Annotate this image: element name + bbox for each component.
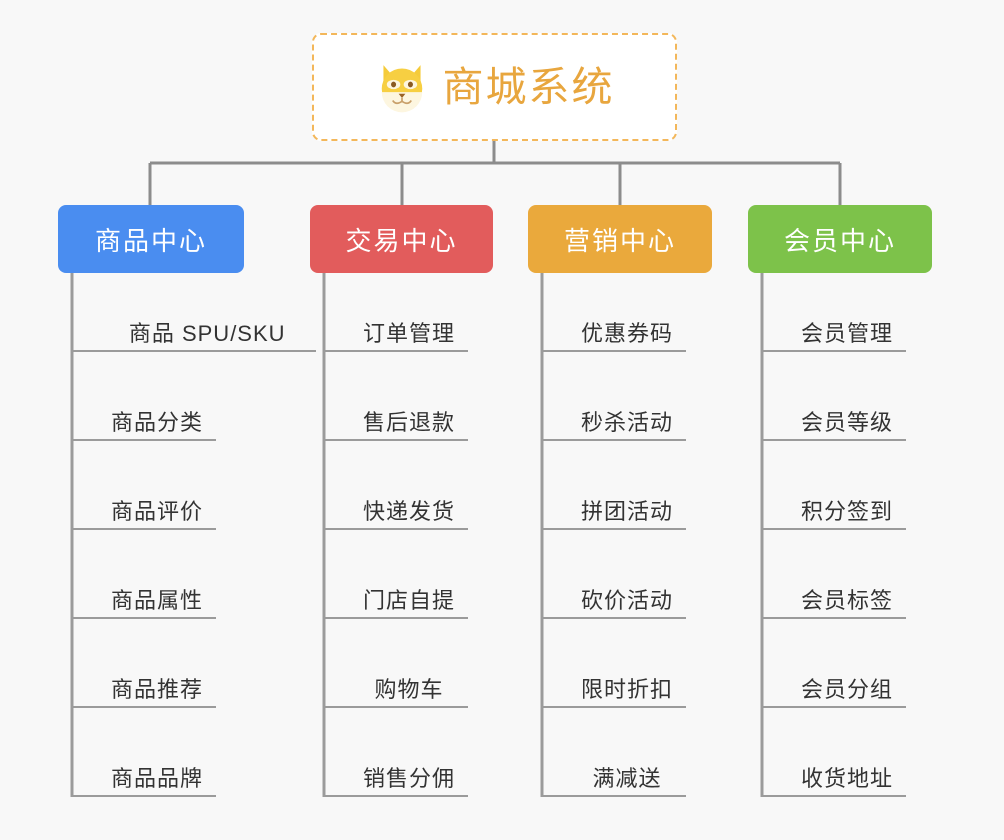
leaf-item-label: 收货地址 [800, 766, 893, 791]
category-node-label: 会员中心 [783, 225, 896, 256]
leaf-item[interactable]: 商品分类 [72, 407, 216, 441]
leaf-item[interactable]: 满减送 [542, 763, 686, 797]
category-node-4[interactable]: 会员中心 [748, 205, 932, 273]
root-node[interactable]: 商城系统 [312, 33, 677, 141]
leaf-item[interactable]: 会员管理 [762, 318, 906, 352]
leaf-item-label: 商品分类 [110, 410, 203, 435]
leaf-item[interactable]: 商品 SPU/SKU [72, 318, 317, 352]
leaf-item-label: 会员管理 [800, 321, 893, 346]
leaf-item[interactable]: 商品属性 [72, 585, 216, 619]
leaf-item[interactable]: 商品推荐 [72, 674, 216, 708]
leaf-item-label: 商品评价 [110, 499, 203, 524]
leaf-item-label: 会员标签 [800, 588, 893, 613]
leaf-item[interactable]: 订单管理 [324, 318, 468, 352]
leaf-item-label: 售后退款 [362, 410, 455, 435]
leaf-item-label: 商品品牌 [110, 766, 203, 791]
leaf-item[interactable]: 拼团活动 [542, 496, 686, 530]
category-node-label: 营销中心 [563, 225, 676, 256]
leaf-item[interactable]: 收货地址 [762, 763, 906, 797]
leaf-item-label: 会员分组 [800, 677, 893, 702]
leaf-item-label: 秒杀活动 [580, 410, 673, 435]
category-node-label: 商品中心 [94, 225, 207, 256]
leaf-item[interactable]: 商品品牌 [72, 763, 216, 797]
category-node-label: 交易中心 [345, 225, 458, 256]
category-node-2[interactable]: 交易中心 [310, 205, 493, 273]
leaf-item[interactable]: 商品评价 [72, 496, 216, 530]
category-node-1[interactable]: 商品中心 [58, 205, 244, 273]
dog-face-icon [381, 65, 422, 113]
leaf-item[interactable]: 会员等级 [762, 407, 906, 441]
leaf-item[interactable]: 销售分佣 [324, 763, 468, 797]
leaf-item-label: 满减送 [592, 766, 662, 791]
leaf-item[interactable]: 会员分组 [762, 674, 906, 708]
leaf-item[interactable]: 限时折扣 [542, 674, 686, 708]
leaf-item-label: 快递发货 [362, 499, 455, 524]
leaf-item-label: 销售分佣 [362, 766, 455, 791]
category-node-3[interactable]: 营销中心 [528, 205, 712, 273]
leaf-item-label: 购物车 [374, 677, 444, 702]
leaf-item-label: 订单管理 [362, 321, 455, 346]
leaf-item[interactable]: 门店自提 [324, 585, 468, 619]
leaf-item-label: 会员等级 [800, 410, 893, 435]
leaf-item[interactable]: 砍价活动 [542, 585, 686, 619]
leaf-item-label: 商品属性 [110, 588, 203, 613]
leaf-item-label: 门店自提 [362, 588, 455, 613]
leaf-item[interactable]: 会员标签 [762, 585, 906, 619]
leaf-item-label: 砍价活动 [580, 588, 673, 613]
leaf-item-label: 商品 SPU/SKU [128, 321, 286, 346]
leaf-item-label: 积分签到 [800, 499, 893, 524]
leaf-item[interactable]: 购物车 [324, 674, 468, 708]
leaf-item[interactable]: 快递发货 [324, 496, 468, 530]
leaf-item[interactable]: 优惠券码 [542, 318, 686, 352]
leaf-item-label: 拼团活动 [580, 499, 673, 524]
leaf-item[interactable]: 秒杀活动 [542, 407, 686, 441]
leaf-item-label: 优惠券码 [580, 321, 673, 346]
root-title: 商城系统 [442, 63, 615, 110]
leaf-item[interactable]: 积分签到 [762, 496, 906, 530]
leaf-item-label: 商品推荐 [110, 677, 203, 702]
leaf-item-label: 限时折扣 [580, 677, 673, 702]
leaf-item[interactable]: 售后退款 [324, 407, 468, 441]
